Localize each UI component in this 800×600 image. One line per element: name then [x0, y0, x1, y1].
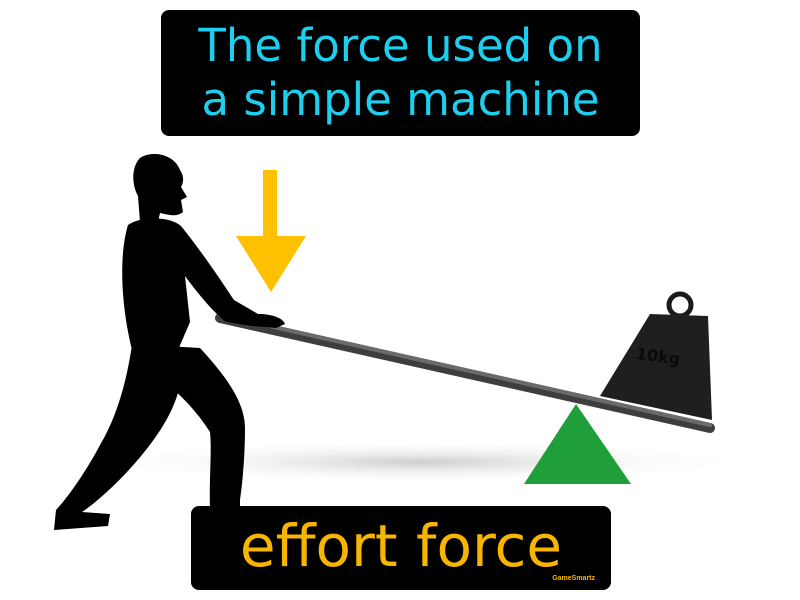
weight-icon: 10kg — [600, 291, 712, 420]
arrow-down-icon — [236, 170, 306, 292]
definition-banner: The force used on a simple machine — [161, 10, 640, 136]
lever-bar — [215, 313, 715, 433]
term-banner: effort force GameSmartz — [191, 506, 611, 590]
ground-shadow — [90, 440, 750, 484]
person-silhouette-icon — [54, 154, 286, 530]
term-label: effort force — [239, 512, 563, 580]
definition-line-1: The force used on — [198, 19, 603, 72]
brand-logo: GameSmartz — [552, 575, 595, 582]
fulcrum-triangle-icon — [524, 404, 631, 484]
definition-line-2: a simple machine — [201, 73, 600, 126]
